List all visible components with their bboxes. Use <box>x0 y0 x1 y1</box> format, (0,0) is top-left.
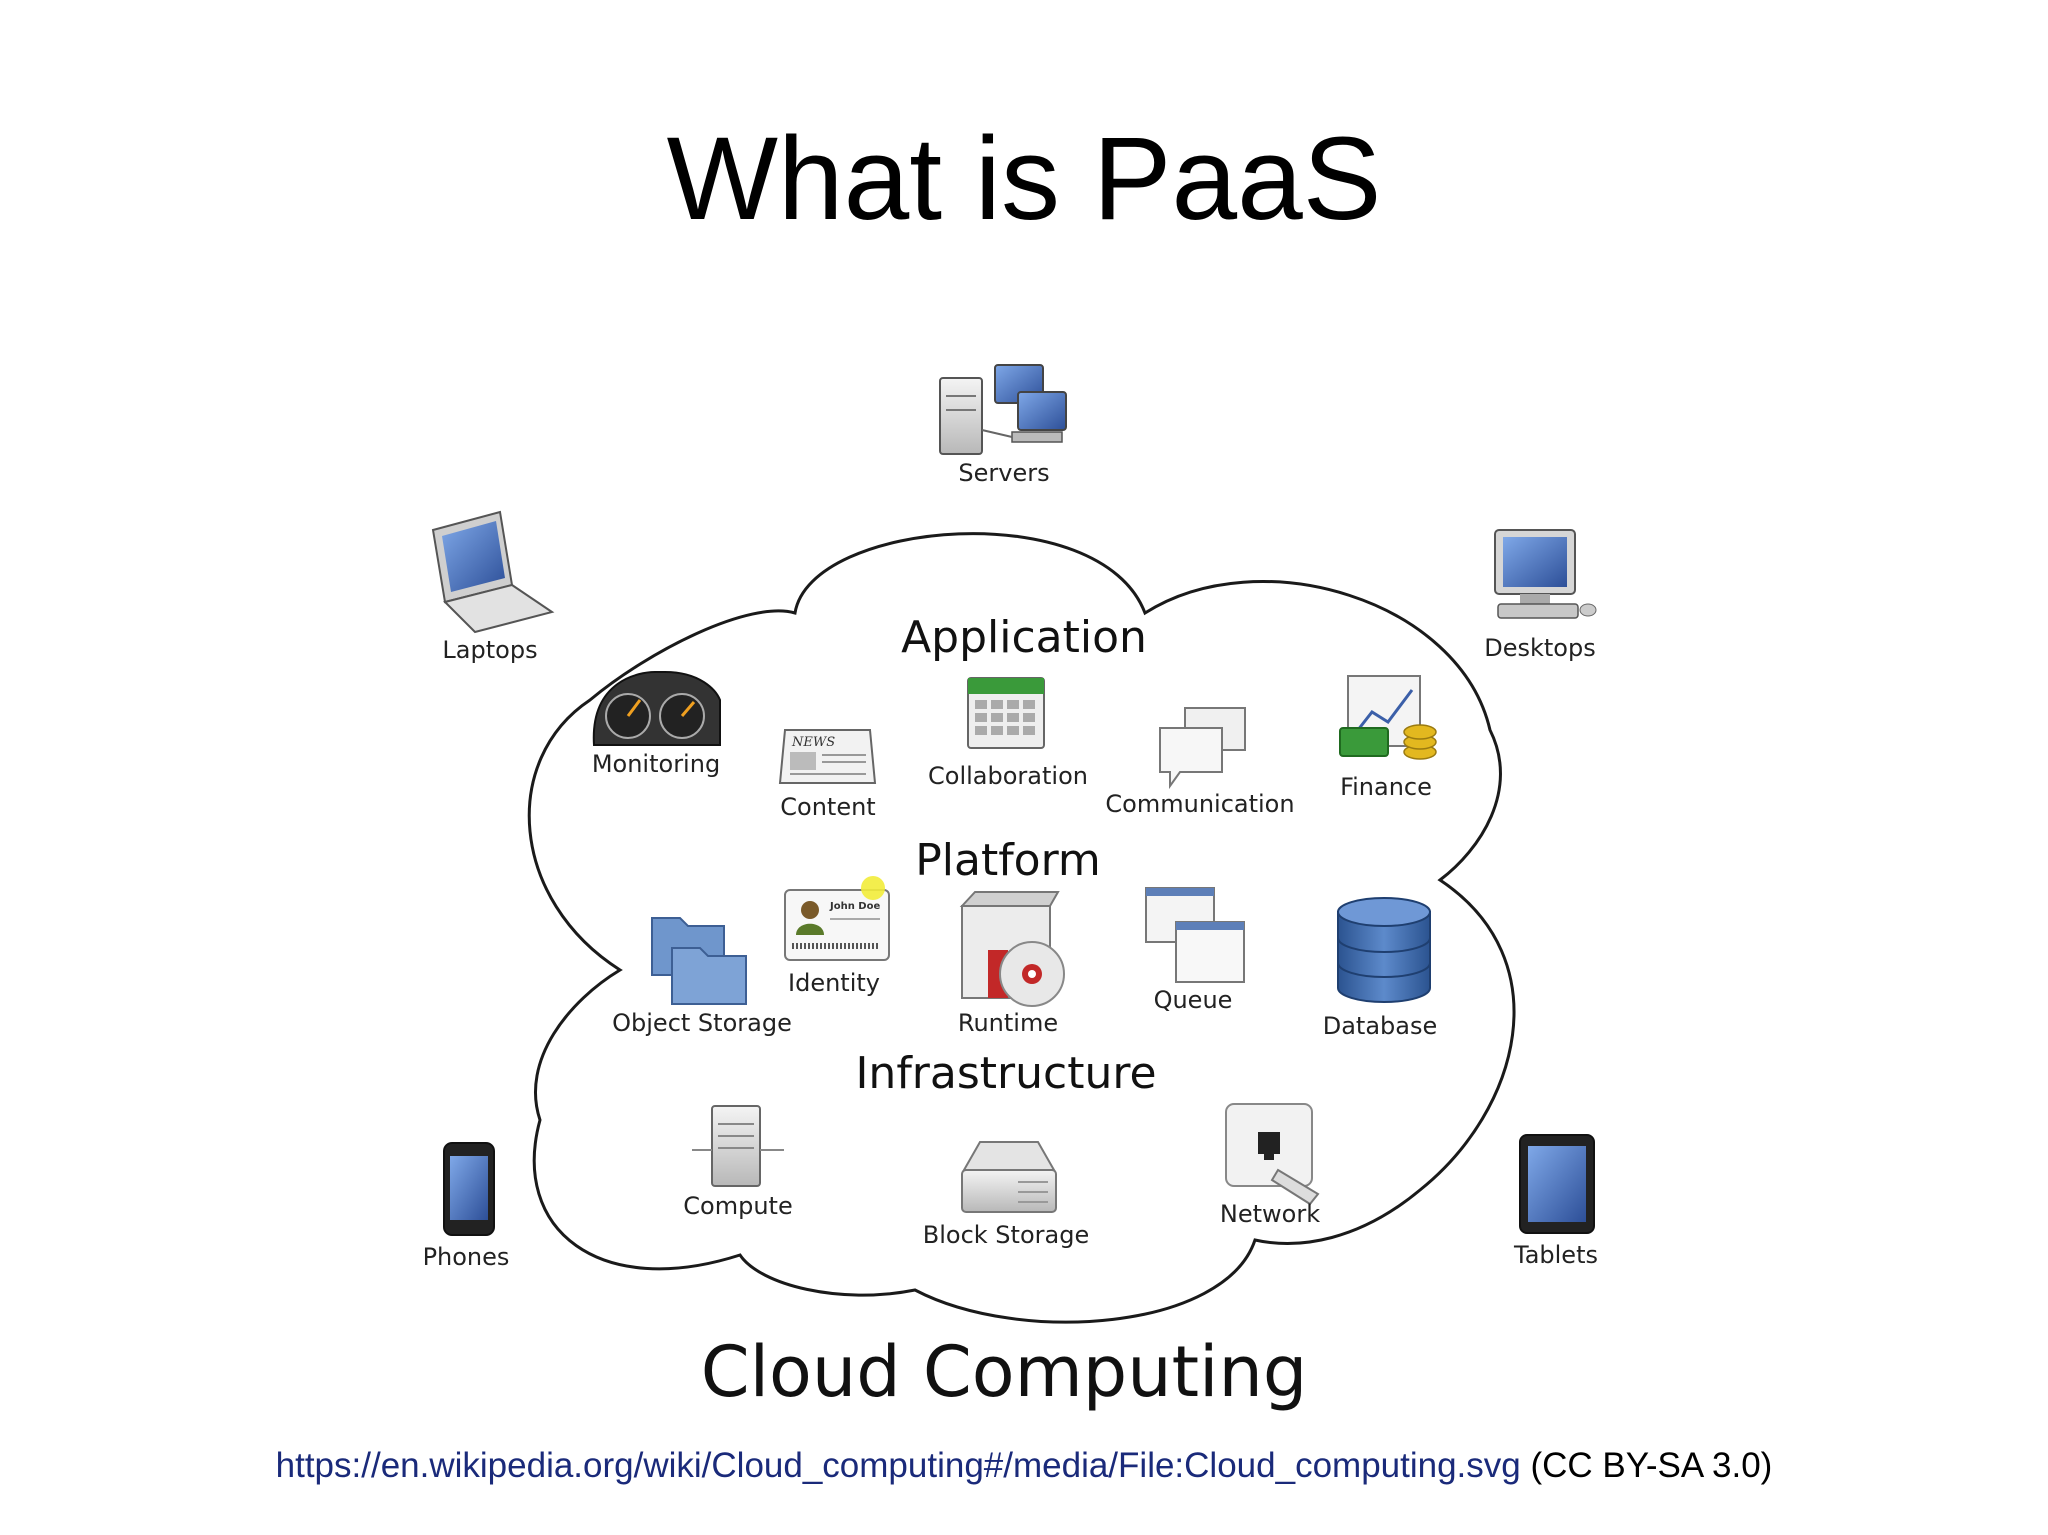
communication-label: Communication <box>1105 790 1294 818</box>
identity-icon: John Doe <box>784 876 890 961</box>
desktops-label: Desktops <box>1484 634 1595 662</box>
laptops-label: Laptops <box>442 636 537 664</box>
section-infrastructure: Infrastructure <box>855 1048 1156 1099</box>
newspaper-icon: NEWS <box>778 729 877 784</box>
newspaper-masthead: NEWS <box>791 735 835 750</box>
finance-icon <box>1339 675 1437 760</box>
queue-label: Queue <box>1154 986 1233 1014</box>
collaboration-icon <box>967 677 1045 749</box>
identity-label: Identity <box>788 969 880 997</box>
object-storage-icon <box>651 917 747 1005</box>
compute-label: Compute <box>683 1192 792 1220</box>
communication-icon <box>1159 707 1246 790</box>
phone-icon <box>443 1142 495 1236</box>
source-link[interactable]: https://en.wikipedia.org/wiki/Cloud_comp… <box>275 1446 1521 1485</box>
license-text: (CC BY-SA 3.0) <box>1520 1446 1773 1485</box>
monitoring-icon <box>592 671 721 746</box>
database-label: Database <box>1323 1012 1438 1040</box>
slide-title: What is PaaS <box>666 113 1382 245</box>
block-storage-icon <box>961 1141 1057 1213</box>
servers-icon <box>939 364 1067 455</box>
tablet-icon <box>1519 1134 1595 1234</box>
diagram-title: Cloud Computing <box>701 1331 1308 1413</box>
monitoring-label: Monitoring <box>592 750 720 778</box>
tablets-label: Tablets <box>1513 1241 1598 1269</box>
database-icon <box>1337 897 1431 1003</box>
identity-card-name: John Doe <box>829 901 880 912</box>
queue-icon <box>1145 887 1245 983</box>
section-platform: Platform <box>915 835 1101 886</box>
network-icon <box>1225 1103 1320 1206</box>
servers-label: Servers <box>958 459 1049 487</box>
network-label: Network <box>1220 1200 1320 1228</box>
laptop-icon <box>431 510 555 634</box>
section-application: Application <box>901 612 1147 663</box>
runtime-icon <box>959 891 1065 1007</box>
footer-attribution: https://en.wikipedia.org/wiki/Cloud_comp… <box>0 1446 2048 1486</box>
block-storage-label: Block Storage <box>923 1221 1089 1249</box>
object-storage-label: Object Storage <box>612 1009 792 1037</box>
content-label: Content <box>780 793 875 821</box>
desktop-icon <box>1494 529 1597 619</box>
phones-label: Phones <box>423 1243 510 1271</box>
runtime-label: Runtime <box>958 1009 1058 1037</box>
compute-icon <box>692 1105 784 1187</box>
finance-label: Finance <box>1340 773 1432 801</box>
collaboration-label: Collaboration <box>928 762 1088 790</box>
